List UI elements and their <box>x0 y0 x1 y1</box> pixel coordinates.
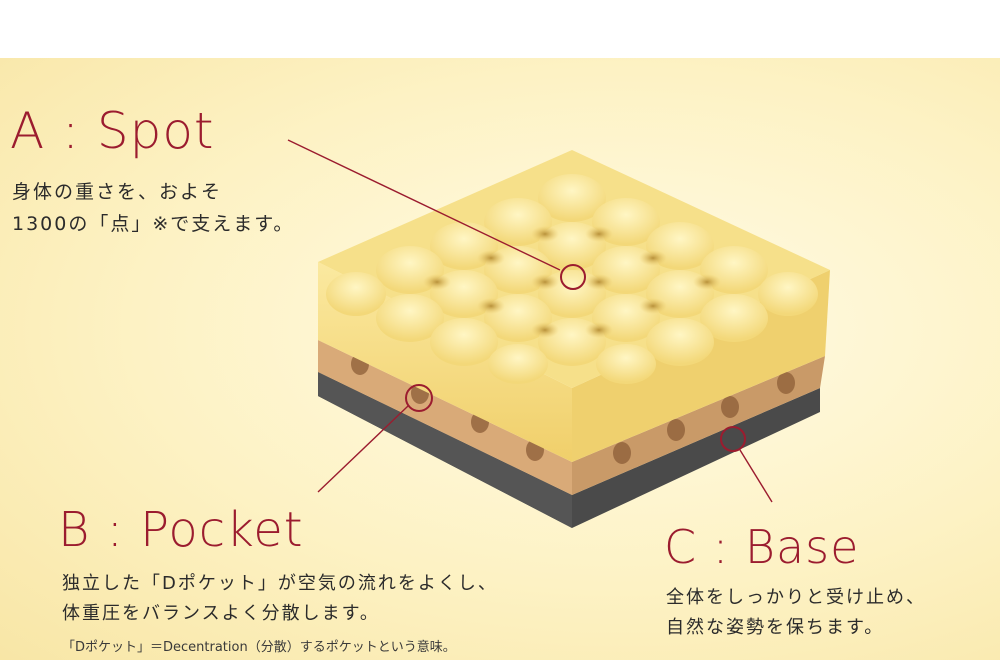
pocket-title: B : Pocket <box>58 502 304 558</box>
pocket-layer-right <box>572 356 825 495</box>
spot-title: A : Spot <box>10 102 215 160</box>
spot-description-line1: 身体の重さを、およそ <box>12 181 223 203</box>
pocket-description-line1: 独立した「Dポケット」が空気の流れをよくし、 <box>62 573 498 594</box>
callout-spot <box>287 139 586 290</box>
pocket-description-line2: 体重圧をバランスよく分散します。 <box>62 603 380 624</box>
base-title: C : Base <box>664 520 860 574</box>
foam-dimples <box>423 226 721 338</box>
callout-pocket <box>317 384 433 493</box>
pocket-footnote: 「Dポケット」＝Decentration（分散）するポケットという意味。 <box>62 640 456 655</box>
callout-base <box>720 426 773 503</box>
base-description-line2: 自然な姿勢を保ちます。 <box>666 617 885 638</box>
pocket-layer-left <box>318 340 572 495</box>
base-description-line1: 全体をしっかりと受け止め、 <box>666 587 926 608</box>
spot-description-line2: 1300の「点」※で支えます。 <box>12 213 295 235</box>
base-layer-left <box>318 372 572 528</box>
